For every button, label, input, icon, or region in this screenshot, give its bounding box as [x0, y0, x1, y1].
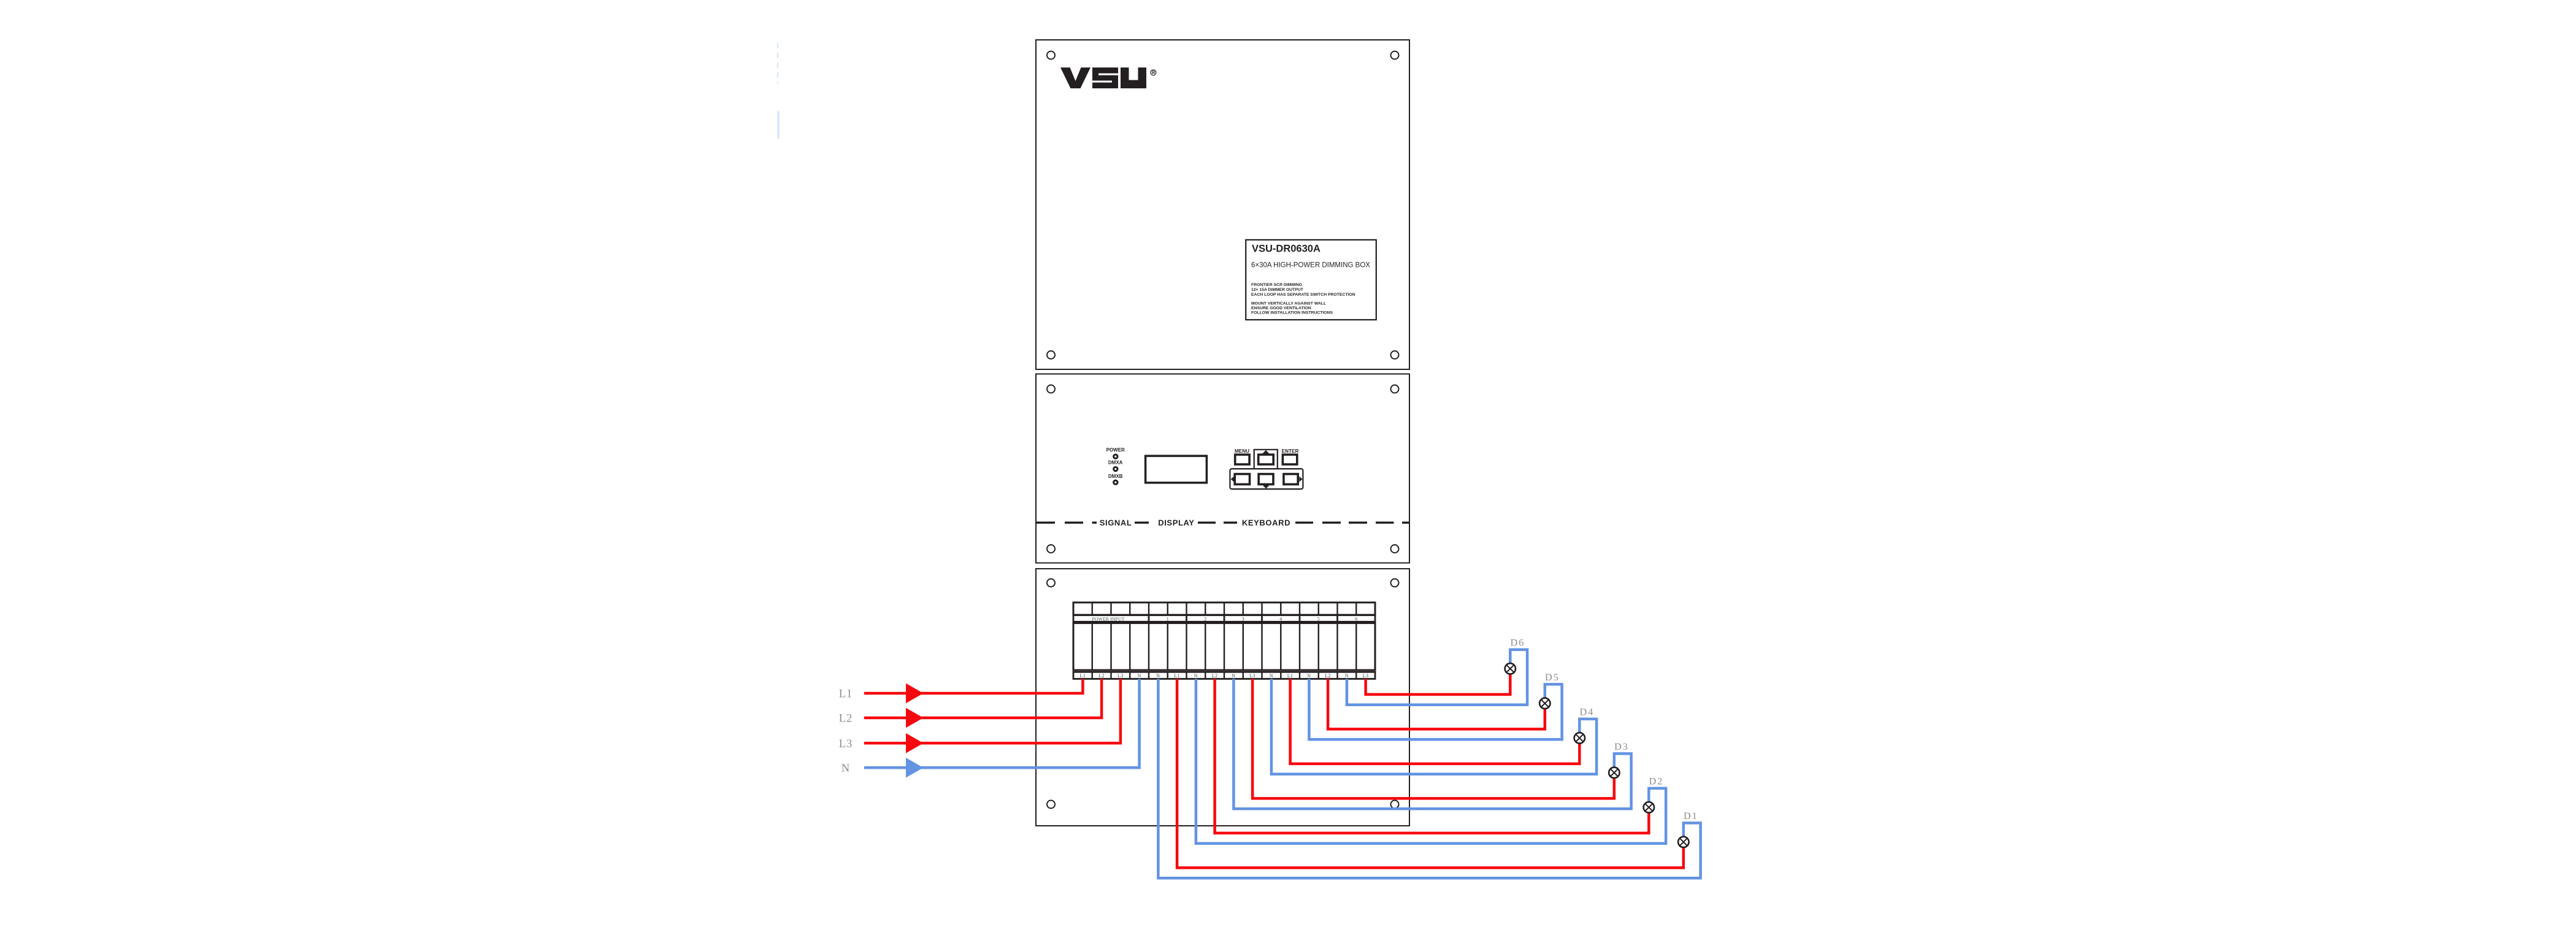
svg-text:VSU-DR0630A: VSU-DR0630A [1252, 244, 1321, 255]
svg-text:EACH LOOP HAS SEPARATE SWITCH: EACH LOOP HAS SEPARATE SWITCH PROTECTION [1251, 293, 1355, 297]
svg-text:FRONTIER SCR DIMMING: FRONTIER SCR DIMMING [1251, 283, 1302, 287]
svg-text:DISPLAY: DISPLAY [1158, 518, 1194, 528]
svg-text:L1: L1 [1287, 673, 1294, 679]
svg-text:POWER: POWER [1106, 447, 1125, 453]
svg-text:N: N [1156, 673, 1160, 679]
svg-text:D6: D6 [1511, 637, 1525, 648]
svg-text:D3: D3 [1614, 741, 1629, 752]
svg-text:N: N [841, 763, 850, 775]
svg-text:SIGNAL: SIGNAL [1100, 518, 1132, 528]
svg-text:6: 6 [1355, 616, 1357, 621]
svg-text:6×30A HIGH-POWER DIMMING BOX: 6×30A HIGH-POWER DIMMING BOX [1251, 261, 1370, 269]
svg-text:L1: L1 [1080, 673, 1086, 679]
svg-text:D4: D4 [1580, 706, 1595, 718]
svg-text:DMXA: DMXA [1108, 460, 1123, 466]
svg-text:MOUNT VERTICALLY AGAINST WALL: MOUNT VERTICALLY AGAINST WALL [1251, 302, 1326, 306]
svg-text:L3: L3 [1363, 673, 1369, 679]
svg-text:N: N [1270, 673, 1273, 679]
svg-text:L2: L2 [1098, 673, 1105, 679]
svg-text:N: N [1138, 673, 1141, 679]
svg-text:12× 15A DIMMER OUTPUT: 12× 15A DIMMER OUTPUT [1251, 288, 1304, 292]
svg-text:ENTER: ENTER [1282, 448, 1299, 454]
svg-text:N: N [1232, 673, 1235, 679]
svg-text:ENSURE GOOD VENTILATION: ENSURE GOOD VENTILATION [1251, 306, 1311, 310]
svg-text:5: 5 [1317, 616, 1320, 621]
svg-text:L2: L2 [1325, 673, 1331, 679]
svg-text:3: 3 [1242, 616, 1244, 621]
svg-text:D1: D1 [1684, 810, 1698, 821]
svg-text:D5: D5 [1545, 671, 1560, 683]
svg-text:L3: L3 [1249, 673, 1255, 679]
svg-text:L2: L2 [1212, 673, 1218, 679]
svg-text:L1: L1 [839, 688, 853, 701]
svg-text:N: N [1307, 673, 1311, 679]
svg-text:MENU: MENU [1235, 448, 1249, 454]
svg-text:L3: L3 [1117, 673, 1124, 679]
svg-text:N: N [1345, 673, 1349, 679]
svg-text:DMXB: DMXB [1108, 474, 1123, 479]
svg-text:L1: L1 [1174, 673, 1180, 679]
svg-text:FOLLOW INSTALLATION INSTRUCTIO: FOLLOW INSTALLATION INSTRUCTIONS [1251, 310, 1333, 315]
svg-text:D2: D2 [1649, 775, 1664, 787]
svg-text:POWER INPUT: POWER INPUT [1092, 616, 1124, 621]
svg-text:L2: L2 [839, 713, 853, 725]
svg-text:1: 1 [1167, 616, 1169, 621]
svg-text:L3: L3 [839, 738, 853, 750]
svg-text:KEYBOARD: KEYBOARD [1242, 518, 1290, 528]
svg-text:N: N [1194, 673, 1198, 679]
svg-text:4: 4 [1279, 616, 1282, 621]
svg-text:2: 2 [1204, 616, 1206, 621]
